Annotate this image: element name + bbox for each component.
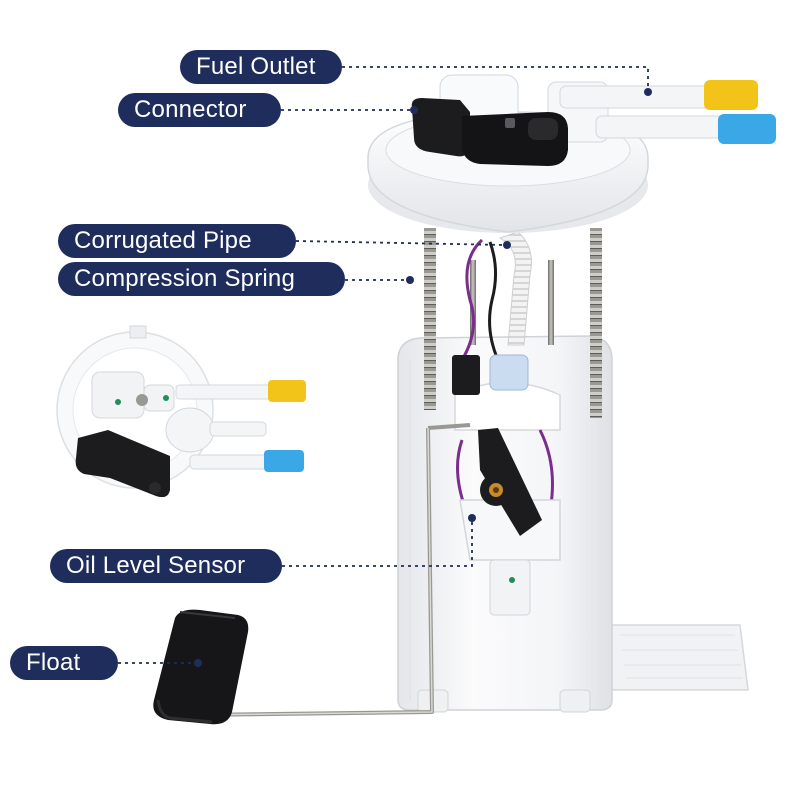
leader-oil-level-sensor: [282, 520, 473, 567]
fuel-pump-module: [153, 74, 776, 725]
label-float: Float: [10, 646, 118, 680]
dot-icon: [410, 106, 418, 114]
dot-icon: [406, 276, 414, 284]
label-connector: Connector: [118, 93, 281, 127]
label-fuel-outlet: Fuel Outlet: [180, 50, 342, 84]
inline-connector: [452, 355, 480, 395]
top-view-inset: [56, 325, 306, 498]
leader-corrugated-pipe: [295, 240, 506, 246]
dot-icon: [503, 241, 511, 249]
label-corrugated-pipe: Corrugated Pipe: [58, 224, 296, 258]
yellow-cap: [704, 80, 758, 110]
label-oil-level-sensor: Oil Level Sensor: [50, 549, 282, 583]
leader-lines: [118, 66, 649, 664]
electrical-connector: [411, 98, 568, 166]
wire-harness: [460, 238, 484, 361]
top-flange: [367, 74, 776, 233]
dot-icon: [194, 659, 202, 667]
corrugated-pipe: [498, 231, 532, 346]
float: [153, 609, 249, 725]
label-compression-spring: Compression Spring: [58, 262, 345, 296]
compression-spring-left: [424, 228, 436, 410]
dot-icon: [468, 514, 476, 522]
blue-cap: [718, 114, 776, 144]
fuel-outlet-pipe: [559, 85, 711, 109]
oil-level-sensor: [459, 428, 561, 616]
compression-spring-right: [590, 228, 602, 418]
dot-icon: [644, 88, 652, 96]
